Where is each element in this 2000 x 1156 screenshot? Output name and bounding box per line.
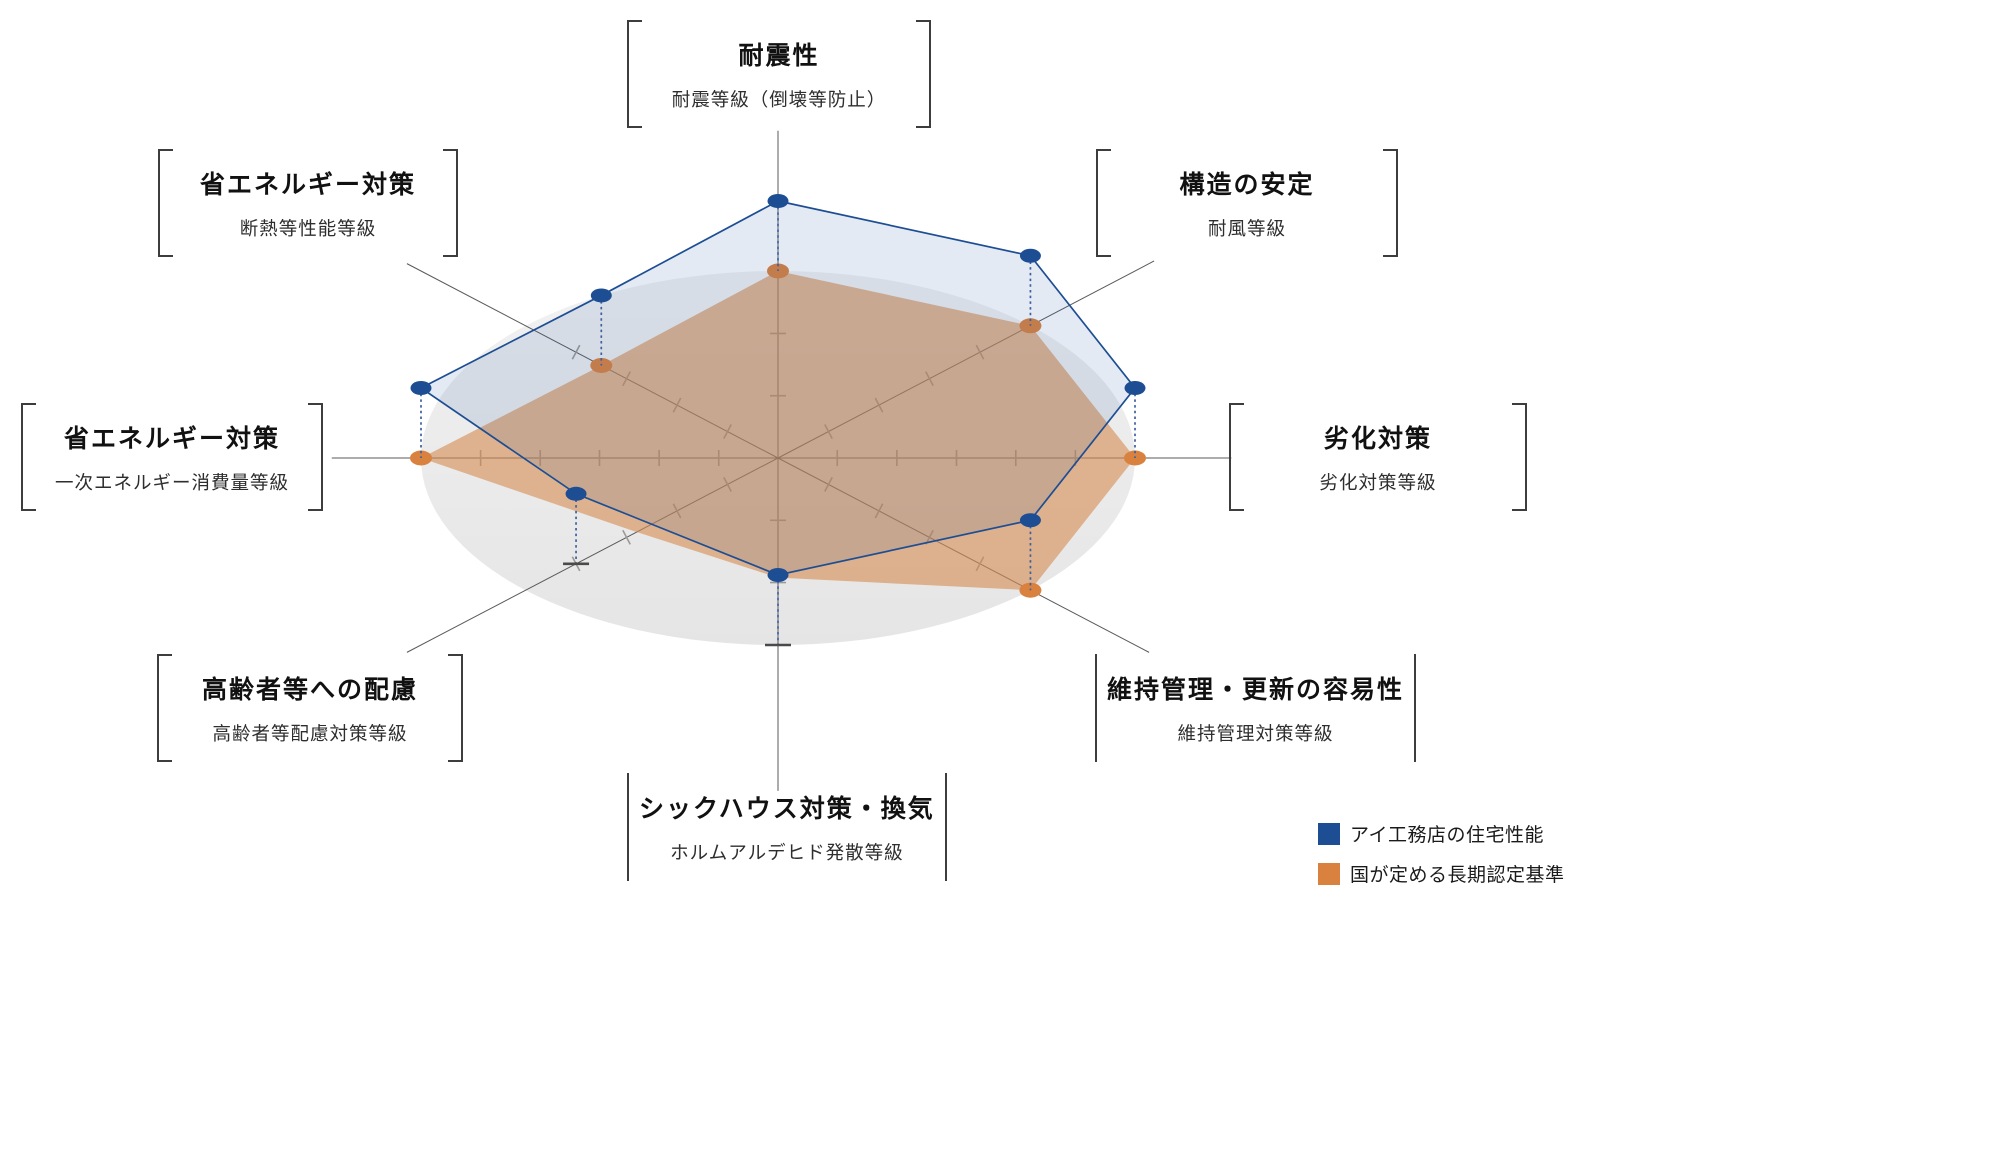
axis-subtitle: 維持管理対策等級 [1177,723,1334,744]
axis-title: 維持管理・更新の容易性 [1107,677,1405,704]
bracket-right-icon [308,403,323,511]
legend-item-standard: 国が定める長期認定基準 [1318,860,1565,887]
company-point [1124,381,1146,395]
axis-title: 省エネルギー対策 [199,172,416,199]
company-point [767,194,789,208]
bracket-left-icon [627,20,642,128]
bracket-left-icon [627,773,629,881]
axis-label-maintenance: 維持管理・更新の容易性 維持管理対策等級 [1095,654,1417,762]
axis-title: シックハウス対策・換気 [639,796,935,823]
bracket-left-icon [1095,654,1097,762]
bracket-left-icon [158,149,173,257]
axis-subtitle: 劣化対策等級 [1319,472,1437,493]
legend: アイ工務店の住宅性能 国が定める長期認定基準 [1318,820,1565,887]
legend-label: アイ工務店の住宅性能 [1350,825,1545,846]
axis-title: 省エネルギー対策 [63,426,280,453]
legend-item-company: アイ工務店の住宅性能 [1318,820,1565,847]
series-area-standard [421,271,1135,591]
axis-title: 構造の安定 [1179,172,1315,199]
axis-title: 劣化対策 [1323,426,1432,453]
axis-title: 高齢者等への配慮 [201,677,418,704]
legend-label: 国が定める長期認定基準 [1350,865,1565,886]
company-point [410,381,432,395]
axis-label-deterioration: 劣化対策 劣化対策等級 [1229,403,1527,511]
axis-subtitle: 一次エネルギー消費量等級 [54,472,289,493]
axis-tick [622,529,631,545]
company-point [590,288,612,303]
axis-subtitle: 耐震等級（倒壊等防止） [671,89,887,110]
axis-label-structure: 構造の安定 耐風等級 [1096,149,1398,257]
standard-swatch-icon [1318,862,1340,885]
company-point [1019,248,1041,263]
axis-label-energy-primary: 省エネルギー対策 一次エネルギー消費量等級 [21,403,323,511]
axis-subtitle: 断熱等性能等級 [239,218,377,239]
axis-subtitle: 耐風等級 [1207,218,1286,239]
axis-subtitle: 高齢者等配慮対策等級 [212,723,408,744]
axis-label-sick-house: シックハウス対策・換気 ホルムアルデヒド発散等級 [627,773,947,881]
axis-subtitle: ホルムアルデヒド発散等級 [670,842,904,863]
bracket-right-icon [1512,403,1527,511]
company-point [1019,513,1041,528]
bracket-right-icon [1414,654,1417,762]
bracket-right-icon [916,20,931,128]
bracket-right-icon [1383,149,1398,257]
bracket-right-icon [448,654,463,762]
axis-label-elderly: 高齢者等への配慮 高齢者等配慮対策等級 [157,654,463,762]
axis-title: 耐震性 [738,43,820,70]
bracket-left-icon [1229,403,1244,511]
bracket-left-icon [157,654,172,762]
bracket-right-icon [944,773,947,881]
bracket-right-icon [443,149,458,257]
company-swatch-icon [1318,822,1340,845]
axis-tick [571,344,581,360]
axis-label-seismic: 耐震性 耐震等級（倒壊等防止） [627,20,931,128]
axis-label-energy-insulation: 省エネルギー対策 断熱等性能等級 [158,149,458,257]
bracket-left-icon [1096,149,1111,257]
bracket-left-icon [21,403,36,511]
company-point [565,486,587,501]
company-point [767,568,789,582]
